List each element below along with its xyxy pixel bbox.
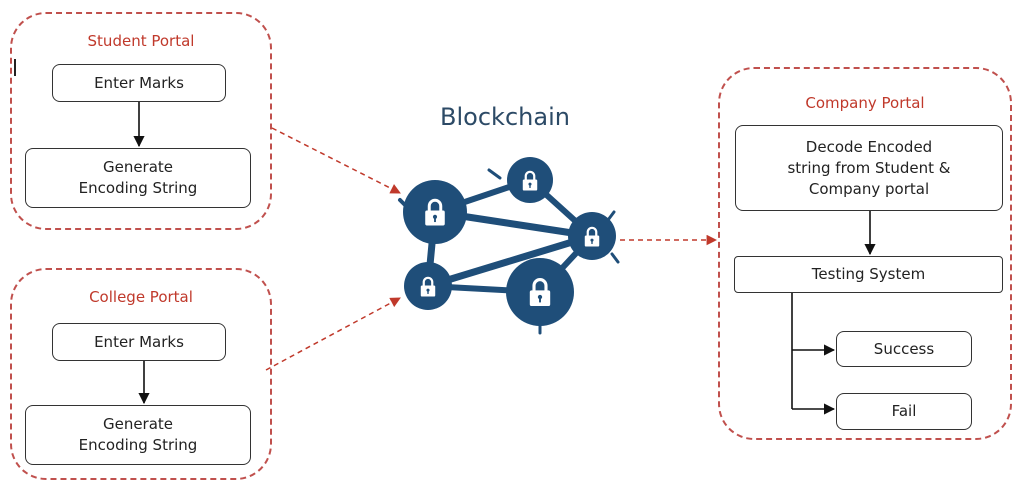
blockchain-node-4	[404, 262, 452, 310]
fail-box: Fail	[836, 393, 972, 430]
blockchain-node-3	[568, 212, 616, 260]
student-portal-title: Student Portal	[87, 32, 195, 50]
student-generate-box: Generate Encoding String	[25, 148, 251, 208]
success-box: Success	[836, 331, 972, 367]
college-generate-line2: Encoding String	[78, 436, 198, 454]
college-portal: College Portal	[10, 268, 272, 480]
college-enter-marks-box: Enter Marks	[52, 323, 226, 361]
testing-system-label: Testing System	[811, 265, 926, 283]
student-enter-marks-box: Enter Marks	[52, 64, 226, 102]
student-portal: Student Portal	[10, 12, 272, 230]
fail-label: Fail	[891, 402, 917, 420]
college-portal-title: College Portal	[89, 288, 193, 306]
blockchain-node-5	[506, 258, 574, 326]
stray-mark	[14, 59, 16, 76]
success-label: Success	[873, 339, 935, 358]
blockchain-title: Blockchain	[440, 103, 570, 131]
college-to-blockchain-arrow	[265, 297, 401, 371]
company-portal: Company Portal	[718, 67, 1012, 440]
decode-line2: string from Student &	[787, 158, 951, 177]
decode-line3: Company portal	[808, 179, 930, 198]
college-generate-box: Generate Encoding String	[25, 405, 251, 465]
company-portal-title: Company Portal	[805, 94, 925, 112]
college-enter-marks-label: Enter Marks	[94, 332, 184, 351]
student-generate-line2: Encoding String	[78, 179, 198, 197]
student-to-blockchain-arrow	[271, 127, 401, 194]
college-generate-line1: Generate	[102, 415, 174, 433]
decode-line1: Decode Encoded	[805, 137, 933, 156]
student-generate-line1: Generate	[102, 158, 174, 176]
decode-box: Decode Encoded string from Student & Com…	[735, 125, 1003, 211]
testing-system-box: Testing System	[734, 256, 1003, 293]
blockchain-node-2	[507, 157, 553, 203]
blockchain-node-1	[403, 180, 467, 244]
student-enter-marks-label: Enter Marks	[94, 73, 184, 92]
